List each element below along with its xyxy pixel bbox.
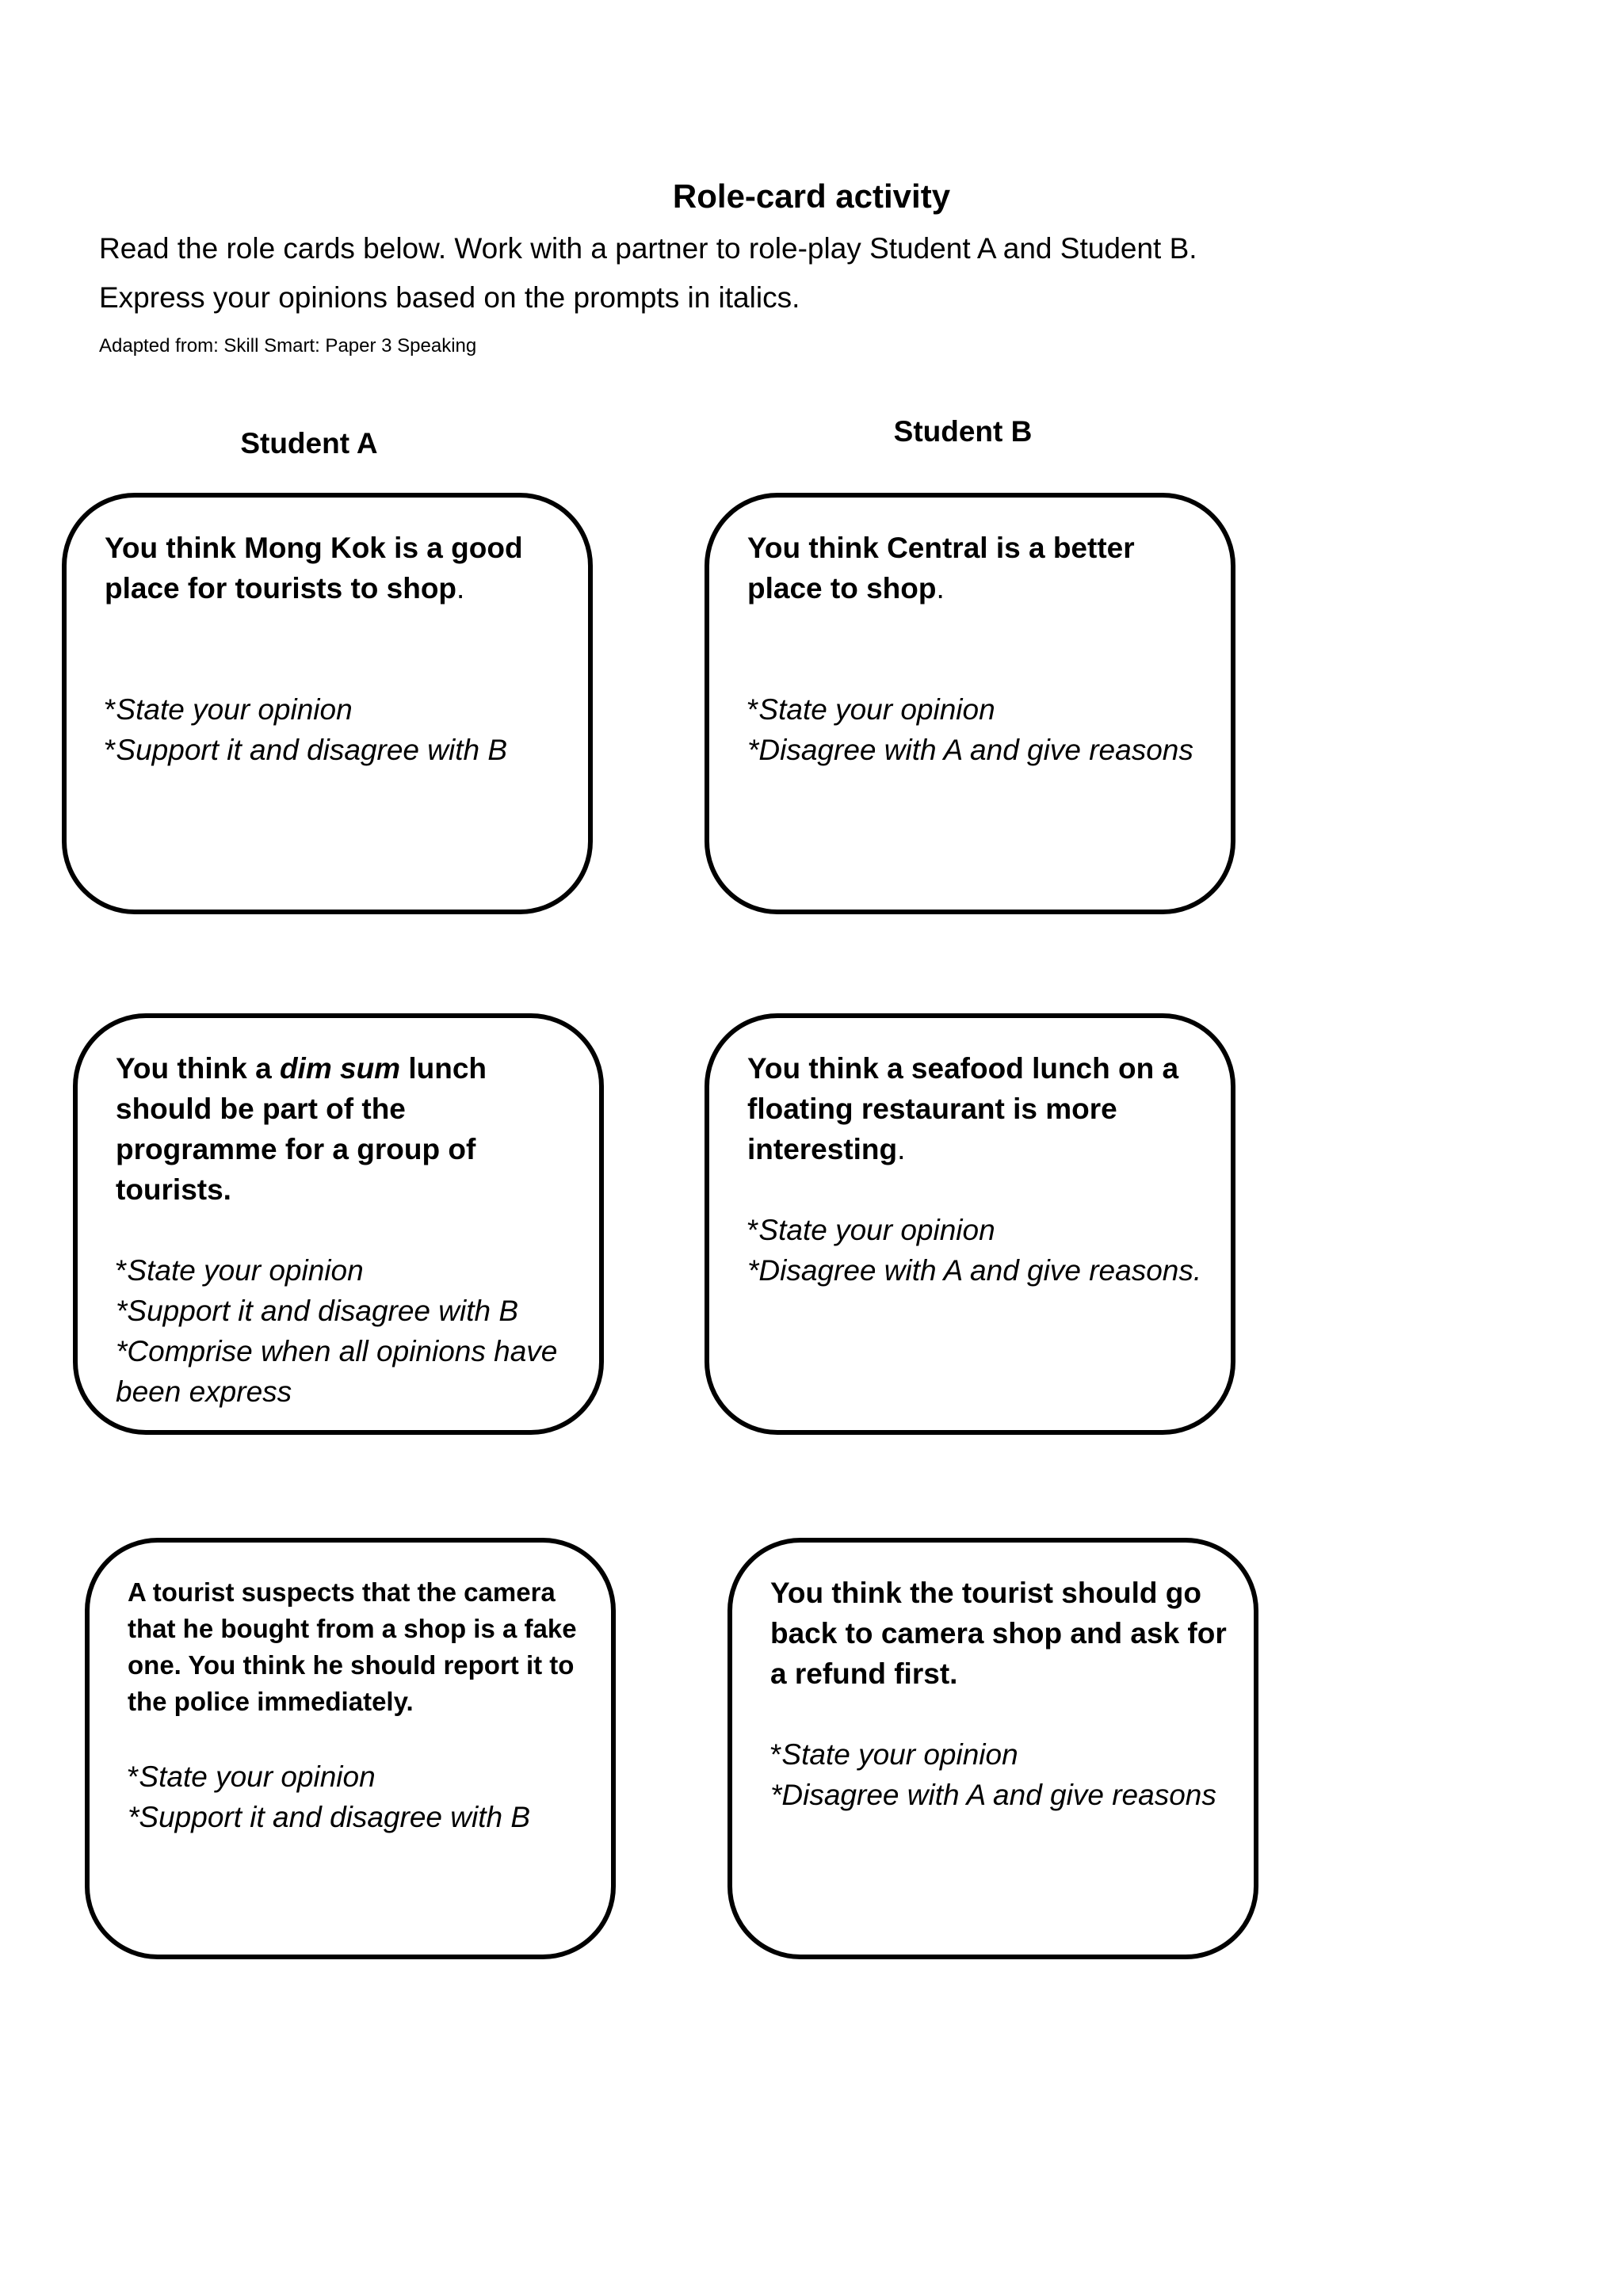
card-prompt: *State your opinion [105,693,353,726]
page-title: Role-card activity [672,177,951,215]
role-card-a1: You think Mong Kok is a good place for t… [62,493,593,914]
card-statement: You think the tourist should go back to … [770,1577,1227,1690]
card-prompts: *State your opinion *Disagree with A and… [747,689,1204,770]
instruction-line-1: Read the role cards below. Work with a p… [99,232,1197,265]
card-prompt: *State your opinion [747,693,995,726]
card-prompt: *State your opinion [770,1738,1018,1771]
card-prompt: *State your opinion [116,1254,364,1287]
instruction-line-2: Express your opinions based on the promp… [99,281,800,314]
role-card-a3: A tourist suspects that the camera that … [85,1538,616,1959]
role-card-b3: You think the tourist should go back to … [727,1538,1258,1959]
role-card-a2: You think a dim sum lunch should be part… [73,1013,604,1435]
card-prompt: *Support it and disagree with B [128,1801,531,1833]
card-prompts: *State your opinion *Support it and disa… [128,1756,584,1837]
card-prompts: *State your opinion *Support it and disa… [105,689,561,770]
card-prompt: *Comprise when all opinions have been ex… [116,1335,558,1408]
card-prompt: *Disagree with A and give reasons [770,1779,1216,1811]
card-prompts: *State your opinion *Disagree with A and… [747,1210,1204,1291]
card-statement: You think a seafood lunch on a floating … [747,1052,1179,1165]
source-note: Adapted from: Skill Smart: Paper 3 Speak… [99,335,477,357]
card-prompt: *Disagree with A and give reasons [747,734,1193,766]
card-statement: You think Central is a better place to s… [747,532,1135,605]
student-b-heading: Student B [893,415,1033,448]
card-statement: A tourist suspects that the camera that … [128,1577,577,1716]
card-prompts: *State your opinion *Disagree with A and… [770,1734,1227,1815]
card-prompt: *Support it and disagree with B [105,734,508,766]
card-prompt: *Disagree with A and give reasons. [747,1254,1202,1287]
card-statement: You think a dim sum lunch should be part… [116,1052,487,1206]
card-prompt: *State your opinion [128,1760,376,1793]
student-a-heading: Student A [240,427,378,460]
card-prompts: *State your opinion *Support it and disa… [116,1250,572,1412]
role-card-b1: You think Central is a better place to s… [705,493,1235,914]
role-card-b2: You think a seafood lunch on a floating … [705,1013,1235,1435]
card-prompt: *Support it and disagree with B [116,1295,519,1327]
card-statement: You think Mong Kok is a good place for t… [105,532,523,605]
card-prompt: *State your opinion [747,1214,995,1246]
